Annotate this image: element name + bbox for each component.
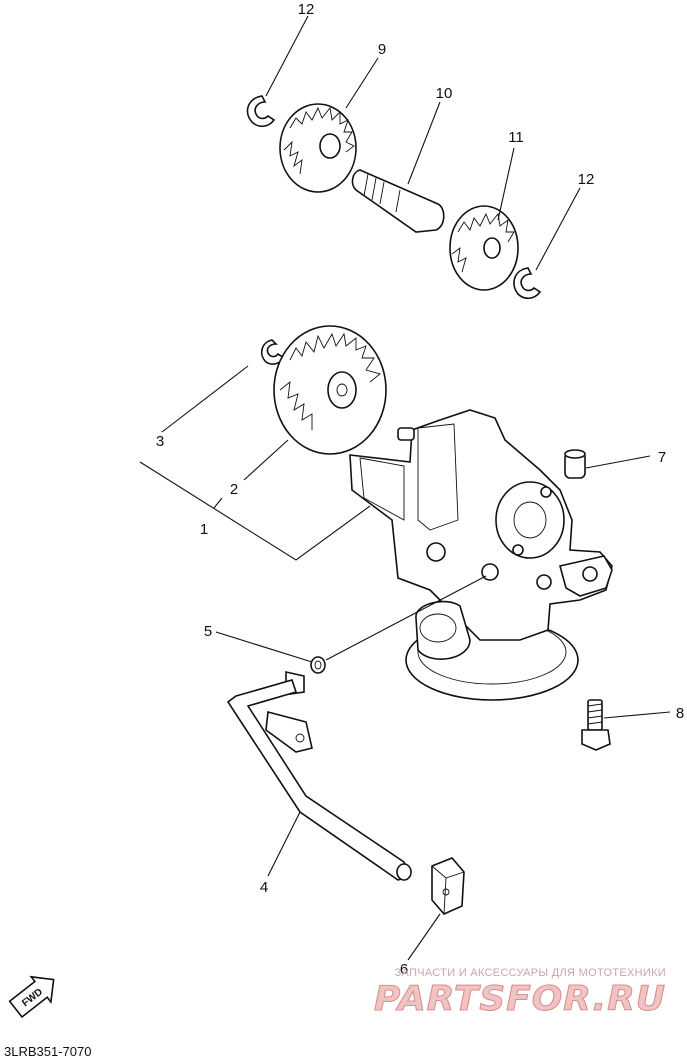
block-6 [431,857,465,915]
oil-pipe-4 [226,671,412,881]
circlip-12-lower [513,267,542,300]
watermark: ЗАПЧАСТИ И АКСЕССУАРЫ ДЛЯ МОТОТЕХНИКИ PA… [374,967,666,1020]
label-4: 4 [260,879,268,896]
label-7: 7 [658,449,666,466]
label-5: 5 [204,623,212,640]
dowel-7 [564,449,586,479]
label-6: 6 [400,961,408,978]
shaft-10 [351,169,445,233]
label-3: 3 [156,433,164,450]
diagram-code: 3LRB351-7070 [4,1044,91,1059]
circlip-12-upper [246,95,276,128]
label-10: 10 [436,85,453,102]
label-2: 2 [230,481,238,498]
clip-3 [260,339,286,365]
label-1: 1 [200,521,208,538]
label-12-right: 12 [578,171,595,188]
bolt-8 [581,699,611,751]
label-12-top: 12 [298,1,315,18]
fwd-arrow-icon: FWD [8,975,55,1019]
leader-lines [139,15,671,961]
gear-2 [273,325,387,455]
label-8: 8 [676,705,684,722]
o-ring-5 [310,656,326,674]
oil-pump-assembly-1 [349,409,613,701]
gear-9 [279,103,357,193]
part-number-labels: 12 9 10 11 12 3 2 1 7 5 8 4 6 [156,1,684,978]
watermark-brand: PARTSFOR.RU [374,979,666,1019]
label-11: 11 [508,129,524,146]
gear-11 [449,205,519,291]
label-9: 9 [378,41,386,58]
watermark-tagline: ЗАПЧАСТИ И АКСЕССУАРЫ ДЛЯ МОТОТЕХНИКИ [395,967,666,979]
